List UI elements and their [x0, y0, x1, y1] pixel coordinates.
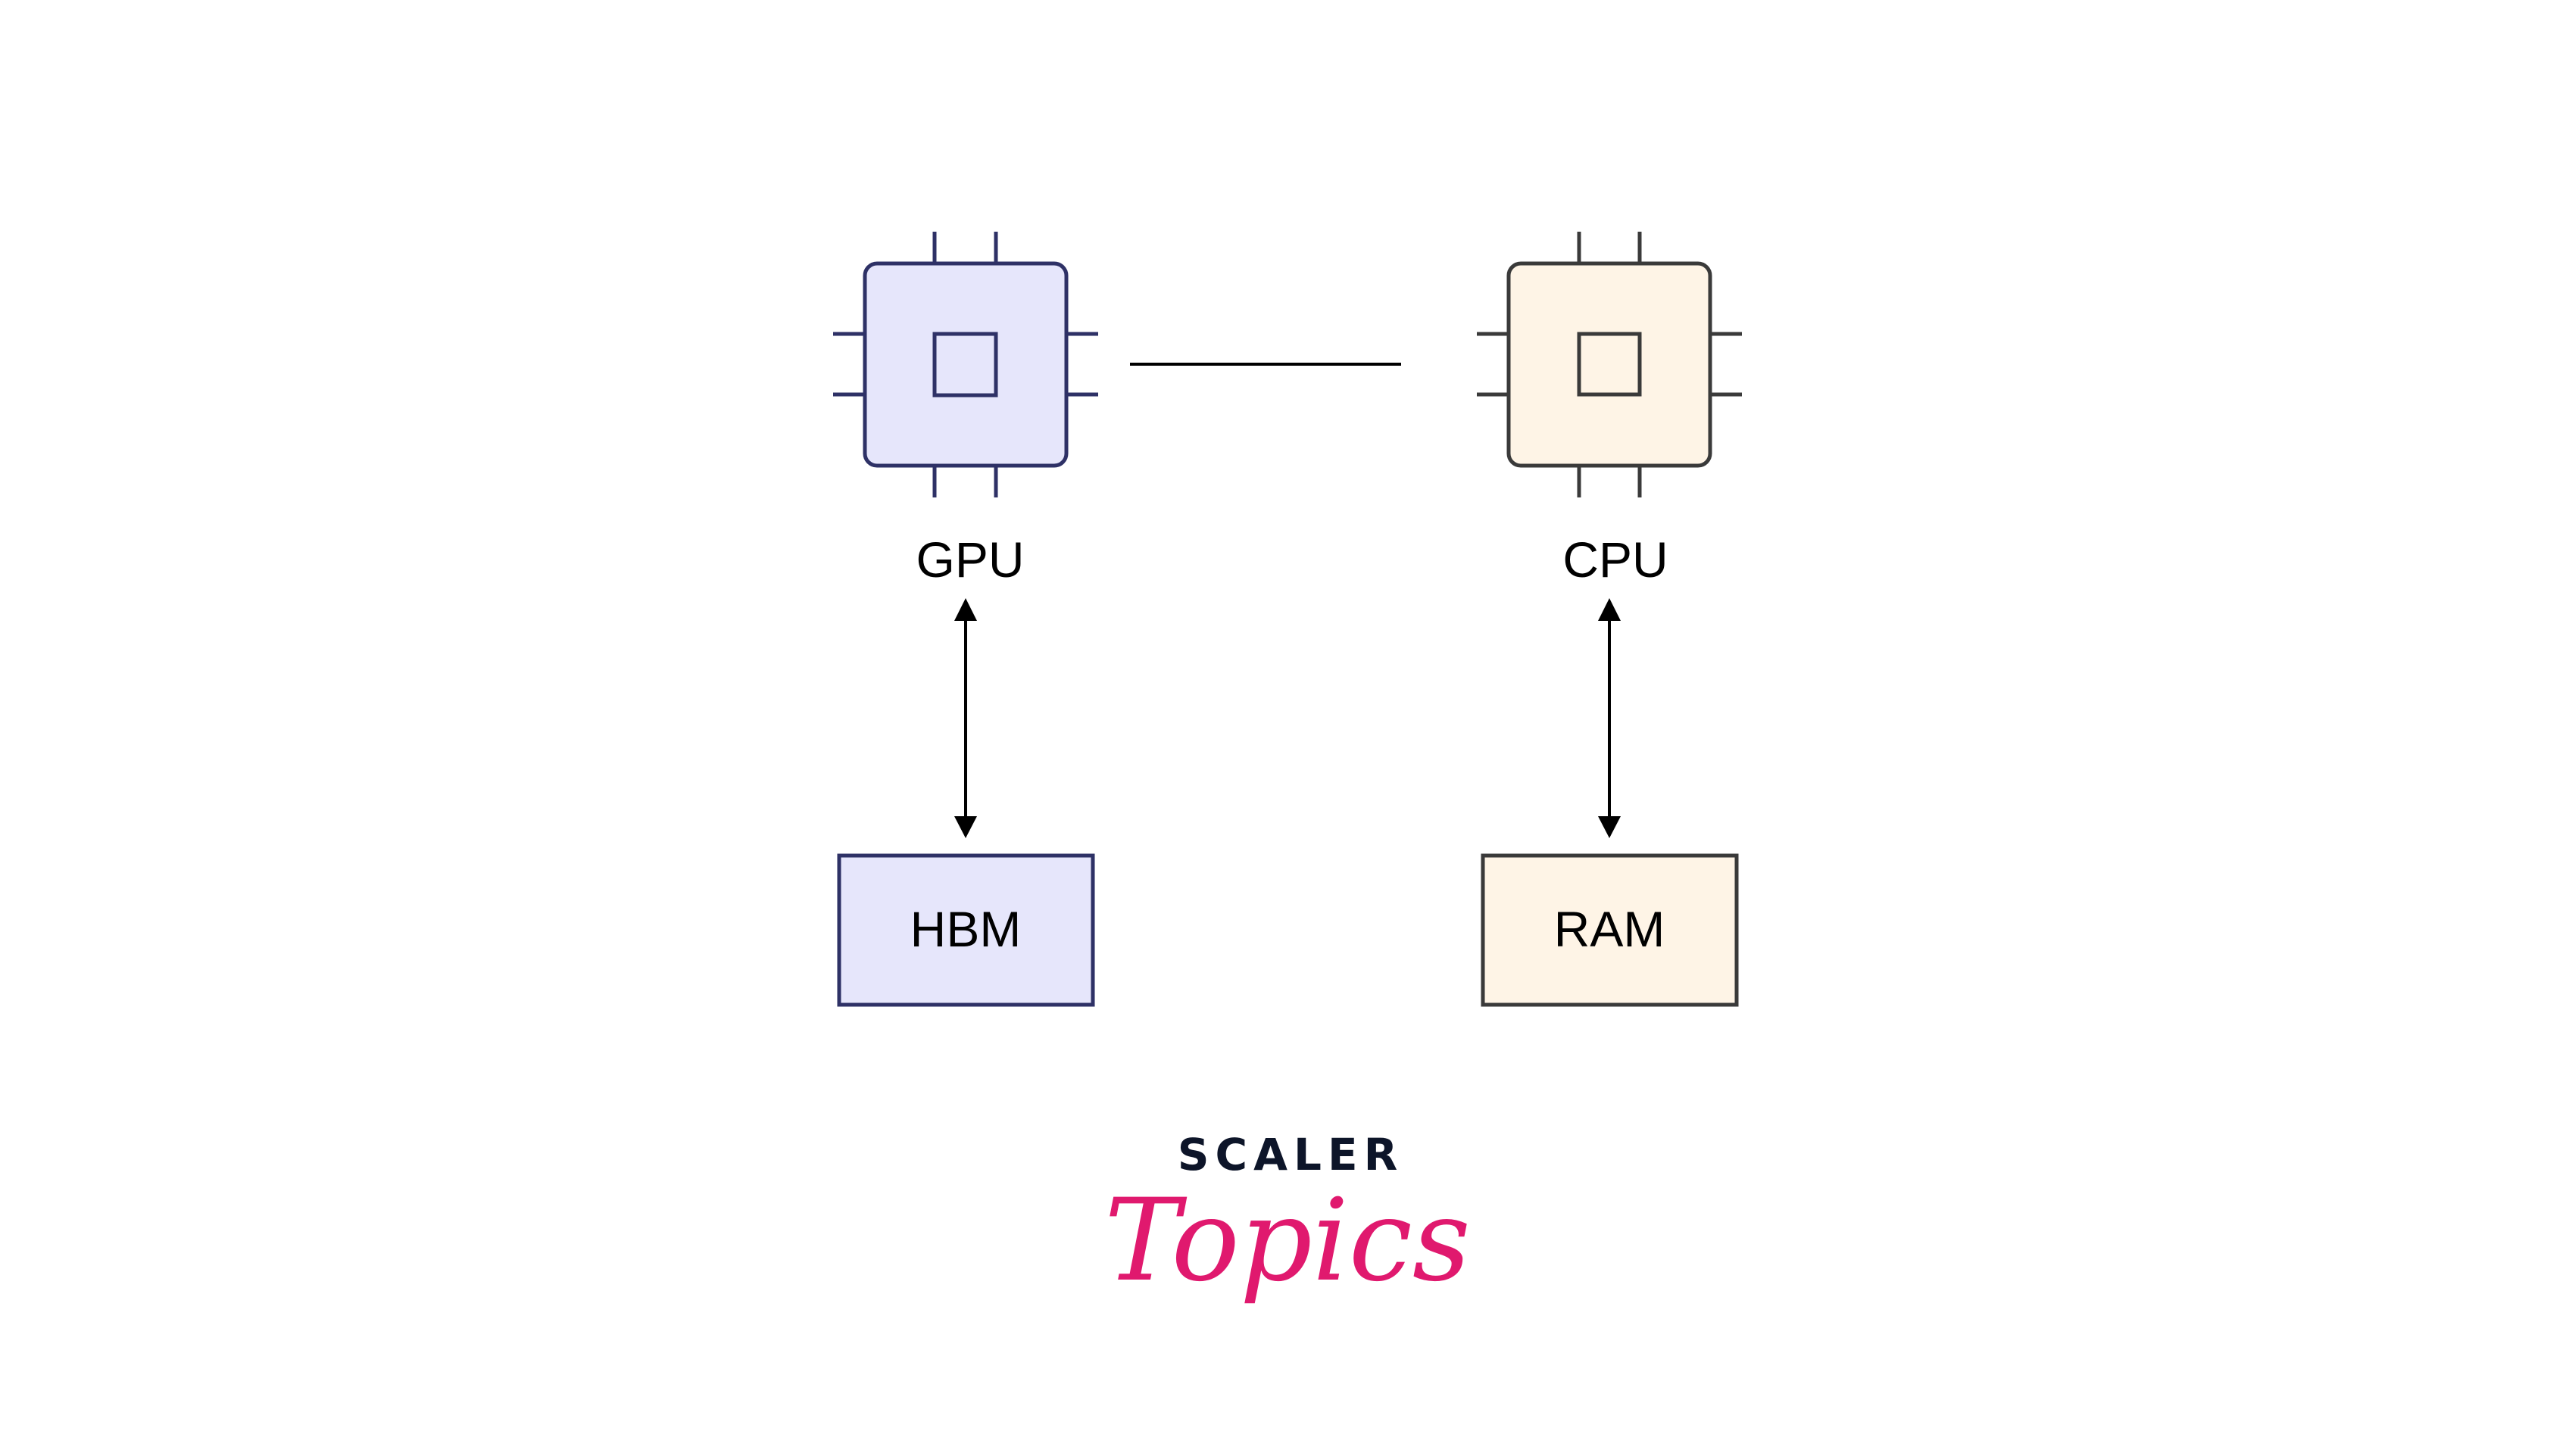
ram-label: RAM	[1554, 901, 1665, 957]
gpu-chip-icon	[833, 232, 1098, 497]
hbm-box: HBM	[837, 853, 1095, 1007]
cpu-chip-icon	[1477, 232, 1742, 497]
scaler-topics-logo: SCALER Topics	[1104, 1129, 1471, 1307]
hbm-label: HBM	[910, 901, 1022, 957]
logo-topics-text: Topics	[1104, 1175, 1471, 1307]
logo-scaler-text: SCALER	[1178, 1129, 1403, 1180]
cpu-ram-arrowhead-bottom	[1598, 816, 1621, 838]
ram-box: RAM	[1481, 853, 1739, 1007]
gpu-hbm-arrowhead-bottom	[954, 816, 977, 838]
gpu-label: GPU	[916, 532, 1024, 588]
cpu-ram-arrowhead-top	[1598, 598, 1621, 621]
cpu-label: CPU	[1562, 532, 1668, 588]
gpu-hbm-arrowhead-top	[954, 598, 977, 621]
